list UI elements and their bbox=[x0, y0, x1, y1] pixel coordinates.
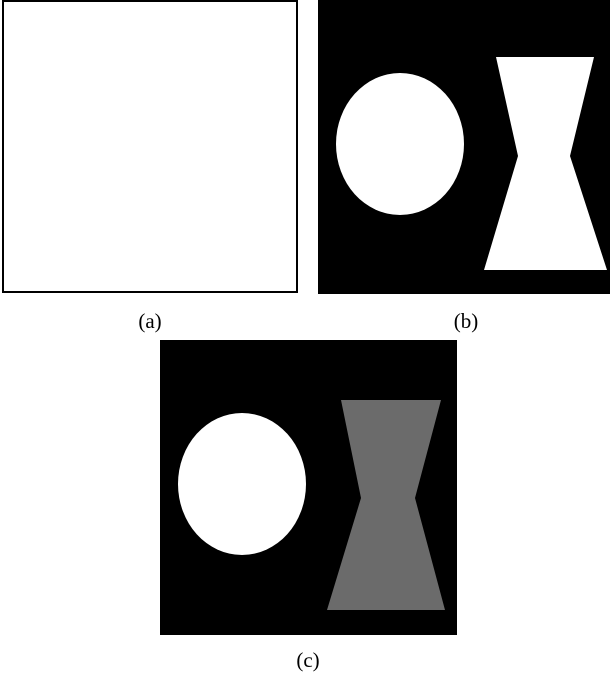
panel-c-image bbox=[160, 340, 457, 635]
panel-b-caption: (b) bbox=[453, 309, 479, 333]
panel-c-hourglass bbox=[327, 400, 445, 610]
panel-a-caption: (a) bbox=[138, 309, 162, 333]
panel-a-image bbox=[2, 0, 298, 293]
panel-c-caption: (c) bbox=[296, 648, 320, 672]
panel-a-background bbox=[2, 0, 298, 293]
panel-b-hourglass bbox=[484, 57, 607, 270]
panel-b-image bbox=[318, 0, 610, 294]
panel-c-ellipse bbox=[178, 413, 306, 555]
panel-b-ellipse bbox=[336, 73, 464, 215]
